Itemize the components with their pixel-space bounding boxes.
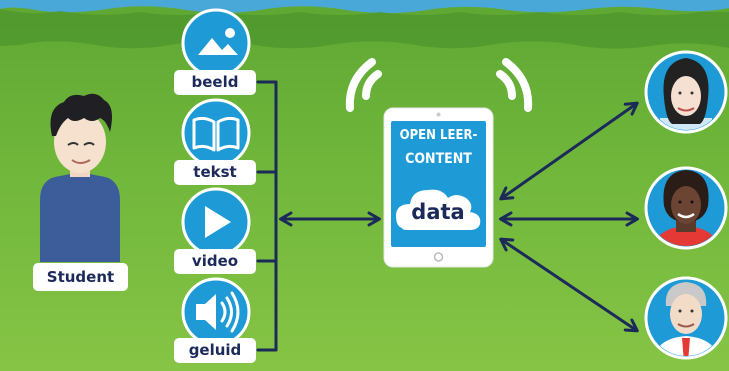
student-face bbox=[54, 111, 106, 173]
tablet-home-button bbox=[433, 252, 444, 262]
student-label: Student bbox=[33, 263, 128, 291]
book-icon bbox=[181, 98, 251, 168]
play-icon bbox=[181, 187, 251, 257]
tablet-title-line-1: OPEN LEER- bbox=[399, 128, 478, 143]
arrow-tablet-person-3 bbox=[499, 237, 639, 333]
media-label-tekst: tekst bbox=[174, 160, 256, 185]
woman-avatar-icon bbox=[644, 50, 728, 134]
cloud-icon bbox=[396, 189, 481, 230]
arrow-tablet-person-1 bbox=[499, 101, 639, 201]
image-icon bbox=[181, 8, 251, 78]
man-avatar-icon bbox=[644, 276, 728, 360]
media-label-geluid: geluid bbox=[174, 338, 256, 363]
woman-avatar-2-icon bbox=[644, 166, 728, 250]
student-body bbox=[40, 172, 120, 262]
student-figure bbox=[40, 93, 120, 262]
student-hair bbox=[50, 93, 112, 136]
speaker-icon bbox=[181, 277, 251, 347]
tablet-title-line-2: CONTENT bbox=[405, 151, 472, 167]
sky-strip bbox=[0, 0, 729, 14]
media-label-video: video bbox=[174, 249, 256, 274]
media-bracket bbox=[256, 80, 278, 352]
cloud-label: data bbox=[411, 200, 465, 224]
tablet-device bbox=[383, 107, 494, 268]
wifi-left-icon bbox=[345, 58, 382, 112]
media-label-beeld: beeld bbox=[174, 70, 256, 95]
